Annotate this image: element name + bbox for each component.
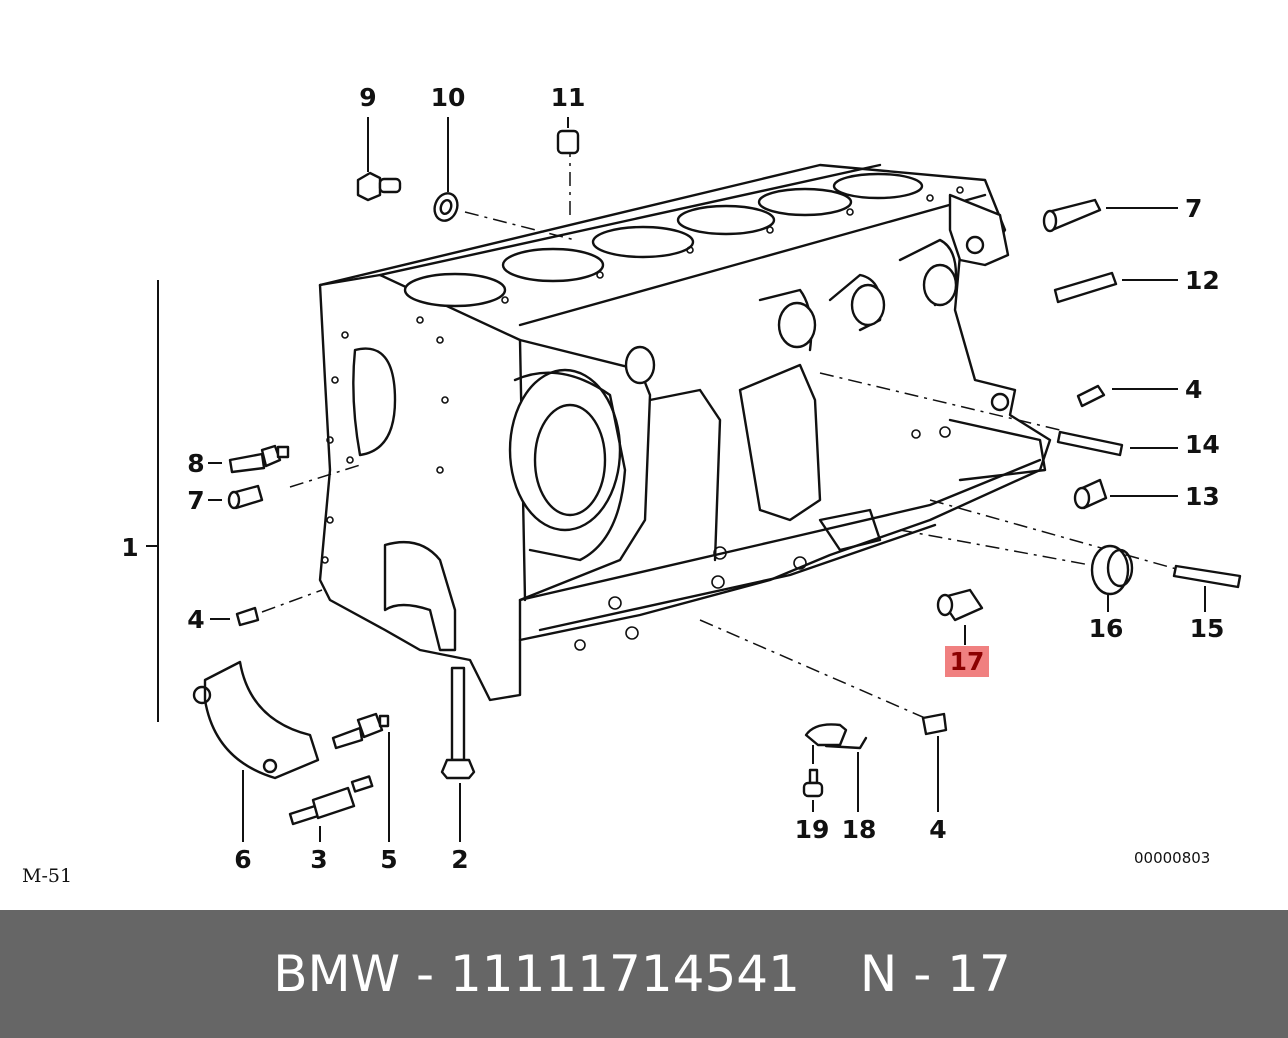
part-19-bolt [802,768,824,798]
part-12-stud [1053,271,1118,304]
part-18-bracket [804,723,868,750]
callout-17[interactable]: 17 [950,647,985,676]
part-9-bolt [356,171,402,202]
part-4-pin-left [235,606,260,627]
callout-1[interactable]: 1 [121,533,138,562]
part-4-pin-right [1076,384,1106,408]
part-5-bolt [331,712,390,750]
footer-separator-2: - [913,945,932,1003]
assembly-lines [261,148,1181,719]
parts-diagram: 9 10 11 7 12 4 14 13 16 15 17 8 7 1 4 6 … [121,83,1242,874]
callout-6[interactable]: 6 [234,845,251,874]
part-15-stud [1172,564,1242,589]
callout-7-right[interactable]: 7 [1185,194,1202,223]
engine-block [318,163,1052,702]
callout-2[interactable]: 2 [451,845,468,874]
diagram-reference-code: M-51 [22,865,73,887]
callout-13[interactable]: 13 [1185,482,1220,511]
callout-14[interactable]: 14 [1185,430,1220,459]
part-11-sleeve [556,129,580,155]
callout-9[interactable]: 9 [359,83,376,112]
footer-separator: - [416,945,435,1003]
part-7-dowel-right [1042,198,1102,233]
position-number: 17 [947,945,1011,1003]
callout-4-right[interactable]: 4 [1185,375,1202,404]
part-4-pin-bottom [921,712,948,736]
callout-7-left[interactable]: 7 [187,486,204,515]
brand-name: BMW [273,945,401,1003]
callout-19[interactable]: 19 [795,815,830,844]
callout-3[interactable]: 3 [310,845,327,874]
part-10-washer [433,192,459,222]
callout-10[interactable]: 10 [431,83,466,112]
callout-15[interactable]: 15 [1190,614,1225,643]
callout-8[interactable]: 8 [187,449,204,478]
part-6-bearing-cap [192,660,320,780]
footer-caption: BMW - 11111714541 N - 17 [273,945,1011,1003]
callout-11[interactable]: 11 [551,83,586,112]
callout-4-bottom[interactable]: 4 [929,815,946,844]
part-17-sleeve[interactable] [936,588,984,622]
part-8-bolt [228,444,290,474]
callout-5[interactable]: 5 [380,845,397,874]
part-14-stud [1056,430,1124,457]
part-16-seal [1090,544,1134,596]
footer-bar: BMW - 11111714541 N - 17 [0,910,1288,1038]
part-number: 11111714541 [449,945,800,1003]
part-7-dowel-left [227,484,264,510]
part-2-long-bolt [440,666,476,780]
leader-lines [146,117,1206,842]
cylinder-bores [403,172,924,308]
callout-12[interactable]: 12 [1185,266,1220,295]
highlight-box-17 [945,646,989,677]
part-13-sleeve [1073,478,1108,510]
position-prefix: N [859,945,898,1003]
callout-16[interactable]: 16 [1089,614,1124,643]
callouts: 9 10 11 7 12 4 14 13 16 15 17 8 7 1 4 6 … [121,83,1224,874]
part-3-stud [288,775,374,826]
diagram-image-number: 00000803 [1134,849,1211,867]
callout-18[interactable]: 18 [842,815,877,844]
callout-4-left[interactable]: 4 [187,605,204,634]
